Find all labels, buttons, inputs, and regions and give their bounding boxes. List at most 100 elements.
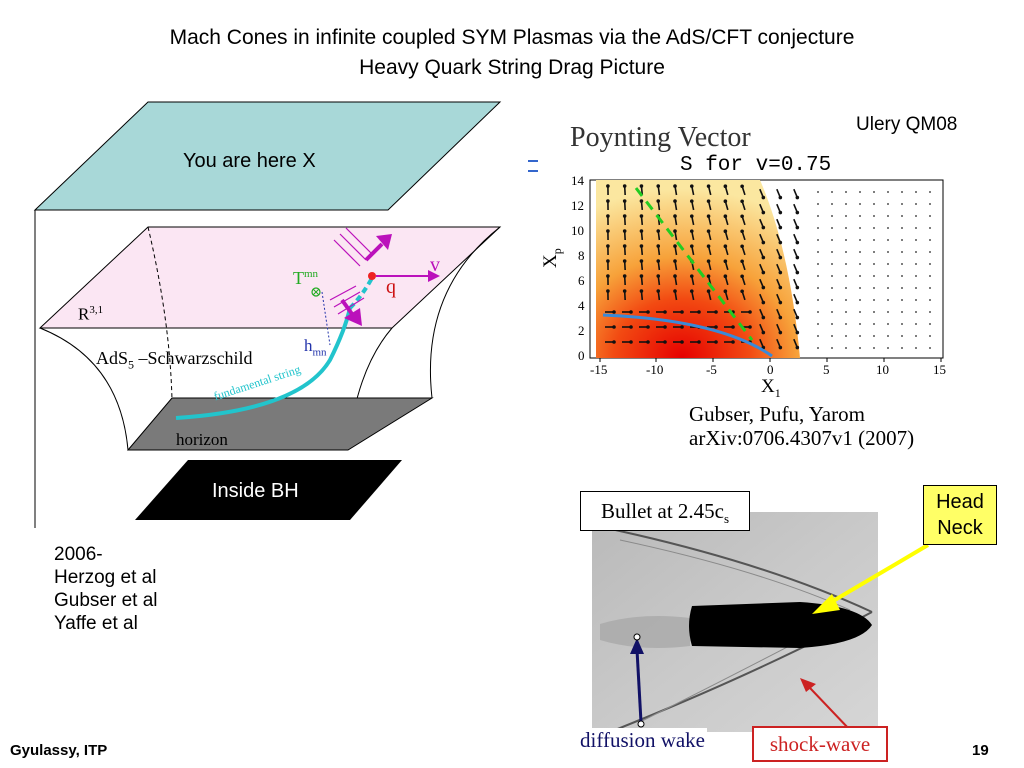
field-arrow-head	[606, 229, 610, 233]
field-arrow-head	[622, 244, 627, 248]
field-dot	[915, 203, 917, 205]
field-arrow-head	[723, 259, 728, 264]
field-dot	[859, 311, 861, 313]
field-dot	[859, 323, 861, 325]
field-dot	[929, 299, 931, 301]
field-arrow-head	[680, 325, 684, 329]
slide-title-line1: Mach Cones in infinite coupled SYM Plasm…	[169, 26, 855, 49]
field-arrow-head	[673, 229, 677, 233]
field-arrow-head	[761, 225, 766, 230]
field-arrow-head	[714, 325, 718, 329]
field-arrow-head	[606, 244, 610, 248]
field-arrow-head	[689, 274, 694, 278]
field-dot	[929, 263, 931, 265]
field-arrow-head	[740, 274, 744, 279]
field-arrow-head	[656, 289, 661, 293]
field-dot	[915, 299, 917, 301]
field-dot	[817, 347, 819, 349]
field-arrow-head	[778, 225, 783, 230]
field-dot	[831, 311, 833, 313]
field-dot	[887, 323, 889, 325]
t-marker-icon	[311, 287, 321, 297]
field-dot	[831, 299, 833, 301]
field-dot	[887, 299, 889, 301]
field-arrow-head	[697, 310, 701, 314]
field-arrow-head	[606, 259, 610, 263]
field-arrow-head	[673, 214, 677, 218]
field-dot	[859, 275, 861, 277]
field-dot	[901, 311, 903, 313]
field-arrow-head	[723, 214, 728, 219]
field-dot	[817, 335, 819, 337]
field-arrow-head	[723, 274, 728, 279]
x-tick: -10	[646, 362, 664, 377]
field-dot	[901, 263, 903, 265]
field-arrow-head	[740, 184, 744, 189]
y-tick: 8	[578, 248, 585, 263]
field-dot	[887, 335, 889, 337]
reference-line: Yaffe et al	[54, 613, 138, 634]
field-arrow-head	[706, 229, 711, 233]
field-arrow-head	[646, 310, 650, 314]
field-dot	[845, 323, 847, 325]
reference-line: 2006-	[54, 544, 103, 565]
field-dot	[929, 251, 931, 253]
x-tick: 0	[767, 362, 774, 377]
field-dot	[901, 335, 903, 337]
field-arrow-head	[714, 340, 718, 344]
field-arrow-head	[622, 259, 627, 263]
turbulent-wake	[600, 616, 690, 648]
field-dot	[873, 347, 875, 349]
field-dot	[929, 191, 931, 193]
field-dot	[929, 275, 931, 277]
callout-line: Neck	[937, 517, 983, 539]
field-arrow-head	[629, 310, 633, 314]
field-arrow-head	[723, 289, 728, 294]
v-label: v	[430, 254, 440, 276]
field-arrow-head	[639, 184, 644, 188]
reference-line: Herzog et al	[54, 567, 157, 588]
field-dot	[845, 203, 847, 205]
field-arrow-head	[706, 289, 711, 293]
field-dot	[915, 311, 917, 313]
field-dot	[887, 347, 889, 349]
field-dot	[873, 299, 875, 301]
field-arrow-head	[795, 225, 800, 230]
field-dot	[831, 347, 833, 349]
field-dot	[929, 287, 931, 289]
field-arrow-head	[689, 229, 694, 233]
field-dot	[859, 347, 861, 349]
field-arrow-head	[761, 255, 766, 260]
y-tick: 14	[571, 173, 584, 188]
bullet-mark-icon	[528, 160, 538, 172]
field-arrow-head	[673, 184, 677, 188]
field-dot	[901, 191, 903, 193]
field-arrow-head	[748, 325, 752, 329]
field-arrow-head	[612, 310, 616, 314]
field-dot	[845, 239, 847, 241]
x-tick: 15	[933, 362, 946, 377]
field-arrow-head	[706, 274, 711, 278]
bullet-shape	[689, 602, 872, 648]
field-dot	[887, 203, 889, 205]
field-arrow-head	[714, 310, 718, 314]
field-dot	[929, 347, 931, 349]
field-dot	[831, 251, 833, 253]
field-dot	[873, 275, 875, 277]
field-dot	[873, 335, 875, 337]
field-arrow-head	[656, 184, 661, 188]
field-dot	[873, 287, 875, 289]
field-arrow-head	[761, 195, 766, 200]
string-curve	[602, 313, 773, 358]
field-arrow-head	[622, 289, 627, 293]
hidden-edge	[147, 226, 173, 401]
field-dot	[873, 311, 875, 313]
field-dot	[845, 263, 847, 265]
field-dot	[901, 251, 903, 253]
field-arrow-head	[795, 255, 800, 260]
field-arrow-head	[761, 270, 766, 275]
h-label: hmn	[304, 336, 327, 359]
y-tick: 2	[578, 323, 585, 338]
shock-line-upper	[591, 524, 873, 613]
